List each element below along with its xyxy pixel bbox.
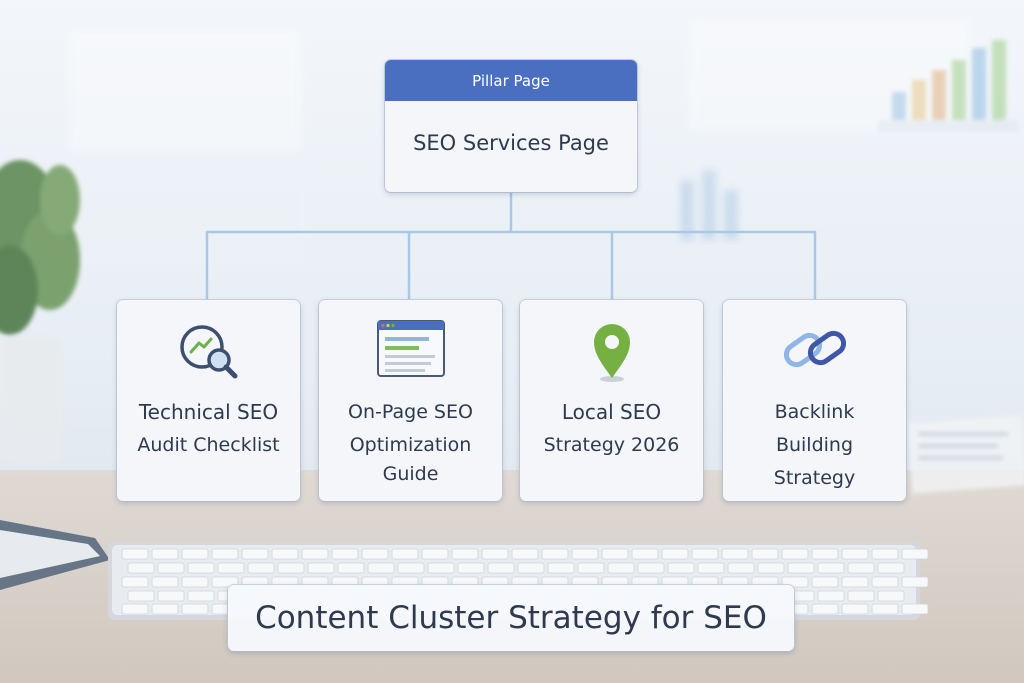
keyboard-key	[157, 590, 185, 602]
keyboard-key	[727, 562, 755, 574]
keyboard-key	[781, 576, 809, 588]
keyboard-key	[181, 548, 209, 560]
keyboard-key	[871, 576, 899, 588]
keyboard-key	[811, 576, 839, 588]
keyboard-key	[211, 576, 239, 588]
pillar-page-card: Pillar Page SEO Services Page	[385, 60, 637, 192]
keyboard-key	[121, 576, 149, 588]
keyboard-key	[307, 562, 335, 574]
browser-window-icon	[376, 320, 445, 377]
keyboard-key	[901, 548, 929, 560]
keyboard-key	[151, 548, 179, 560]
cluster-title-line-2: Strategy 2026	[543, 434, 680, 456]
keyboard-key	[667, 562, 695, 574]
keyboard-key	[277, 562, 305, 574]
keyboard-key	[781, 548, 809, 560]
keyboard-key	[661, 548, 689, 560]
keyboard-key	[607, 562, 635, 574]
keyboard-key	[847, 562, 875, 574]
keyboard-key	[121, 548, 149, 560]
pillar-page-header: Pillar Page	[385, 60, 637, 101]
keyboard-key	[301, 548, 329, 560]
cluster-card-local-seo: Local SEO Strategy 2026	[520, 300, 703, 501]
keyboard-key	[841, 548, 869, 560]
keyboard-key	[511, 548, 539, 560]
keyboard-key	[721, 548, 749, 560]
keyboard-key	[637, 562, 665, 574]
cluster-title-line-3: Guide	[382, 463, 439, 485]
keyboard-key	[901, 576, 929, 588]
map-pin-icon	[593, 324, 630, 382]
keyboard-key	[817, 562, 845, 574]
keyboard-key	[571, 548, 599, 560]
keyboard-key	[187, 590, 215, 602]
keyboard-key	[247, 562, 275, 574]
keyboard-key	[427, 562, 455, 574]
keyboard-key	[817, 590, 845, 602]
keyboard-key	[331, 548, 359, 560]
keyboard-key	[601, 548, 629, 560]
keyboard-key	[751, 548, 779, 560]
keyboard-key	[631, 548, 659, 560]
keyboard-key	[517, 562, 545, 574]
diagram-caption-banner: Content Cluster Strategy for SEO	[228, 585, 794, 651]
keyboard-key	[271, 548, 299, 560]
keyboard-key	[367, 562, 395, 574]
keyboard-key	[127, 590, 155, 602]
keyboard-key	[841, 603, 869, 615]
keyboard-key	[181, 576, 209, 588]
keyboard-key	[691, 548, 719, 560]
pillar-page-title: SEO Services Page	[413, 131, 609, 155]
keyboard-key	[877, 562, 905, 574]
magnifier-chart-icon	[179, 325, 237, 379]
keyboard-key	[481, 548, 509, 560]
keyboard-key	[787, 562, 815, 574]
cluster-card-on-page-seo: On-Page SEO Optimization Guide	[319, 300, 502, 501]
chain-link-icon	[783, 330, 846, 368]
keyboard-key	[391, 548, 419, 560]
keyboard-key	[421, 548, 449, 560]
keyboard-key	[841, 576, 869, 588]
keyboard-key	[217, 562, 245, 574]
keyboard-key	[757, 562, 785, 574]
keyboard-key	[241, 548, 269, 560]
keyboard-key	[397, 562, 425, 574]
cluster-title-line-1: On-Page SEO	[348, 401, 473, 423]
keyboard-key	[847, 590, 875, 602]
keyboard-key	[337, 562, 365, 574]
keyboard-key	[877, 590, 905, 602]
cluster-card-backlink-building: Backlink Building Strategy	[723, 300, 906, 501]
keyboard-key	[811, 603, 839, 615]
cluster-title-line-1: Technical SEO	[138, 400, 279, 424]
keyboard-key	[121, 603, 149, 615]
keyboard-key	[451, 548, 479, 560]
keyboard-key	[157, 562, 185, 574]
keyboard-key	[547, 562, 575, 574]
keyboard-key	[151, 603, 179, 615]
keyboard-key	[577, 562, 605, 574]
cluster-title-line-2: Building	[775, 434, 854, 456]
cluster-title-line-1: Backlink	[774, 401, 855, 423]
keyboard-key	[127, 562, 155, 574]
keyboard-key	[871, 548, 899, 560]
cluster-title-line-2: Audit Checklist	[137, 434, 280, 456]
keyboard-key	[697, 562, 725, 574]
cluster-title-line-2: Optimization	[349, 434, 472, 456]
keyboard-key	[871, 603, 899, 615]
keyboard-key	[487, 562, 515, 574]
keyboard-key	[187, 562, 215, 574]
keyboard-key	[361, 548, 389, 560]
keyboard-key	[181, 603, 209, 615]
cluster-card-technical-seo: Technical SEO Audit Checklist	[117, 300, 300, 501]
keyboard-key	[541, 548, 569, 560]
keyboard-key	[151, 576, 179, 588]
cluster-title-line-3: Strategy	[773, 467, 856, 489]
cluster-title-line-1: Local SEO	[561, 400, 662, 424]
keyboard-key	[811, 548, 839, 560]
keyboard-key	[901, 603, 929, 615]
keyboard-key	[457, 562, 485, 574]
keyboard-key	[211, 548, 239, 560]
